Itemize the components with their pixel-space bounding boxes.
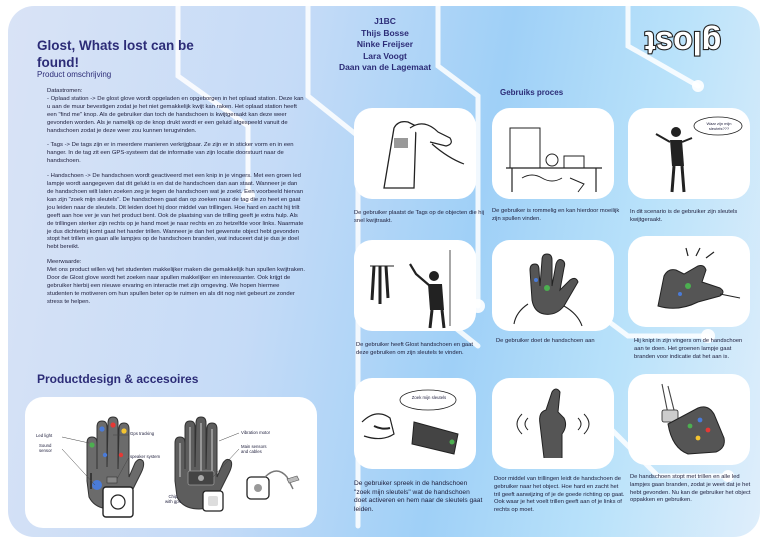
glost-logo: glost (643, 24, 722, 62)
label-gps-tracking: Gps tracking (130, 431, 155, 436)
label-speaker-system: speaker system (130, 454, 161, 459)
label-vibration-motor: Vibration motor (241, 430, 271, 435)
usage-caption-2: De gebruiker is rommelig en kan hierdoor… (492, 208, 620, 222)
usage-image-8 (492, 378, 614, 469)
usage-image-7: Zoek mijn sleutels (354, 378, 476, 469)
tag-hanger-illustration (246, 470, 300, 500)
usage-heading: Gebruiks proces (500, 88, 564, 97)
speech-bubble-search: Zoek mijn sleutels (411, 395, 447, 400)
label-led-light: Led light (36, 433, 53, 438)
page-subtitle: Product omschrijving (37, 70, 112, 79)
team-code: J1BC (374, 16, 396, 26)
usage-caption-7: De gebruiker spreek in de handschoen "zo… (354, 480, 483, 513)
glove-illustrations (61, 416, 300, 518)
usage-image-6 (628, 236, 750, 327)
usage-caption-4: De gebruiker heeft Glost handschoen en g… (356, 342, 473, 356)
circuit-decoration (175, 6, 734, 529)
tags-text: - Tags -> De tags zijn er in meerdere ma… (47, 142, 294, 165)
tag-sticker-illustration (202, 490, 224, 512)
charging-station-illustration (102, 486, 134, 518)
team-member: Ninke Freijser (356, 39, 414, 49)
usage-caption-8: Door middel van trillingen leidt de hand… (494, 476, 625, 514)
team-member: Lara Voogt (363, 50, 407, 61)
usage-caption-6: Hij knipt in zijn vingers om de handscho… (634, 338, 743, 360)
meerwaarde-text: Met ons product willen wij het studenten… (47, 267, 306, 305)
usage-image-3: Waar zijn mijn sleutels??? (628, 108, 750, 199)
usage-image-9 (628, 374, 750, 465)
team-member: Daan van de Lagemaat (338, 62, 432, 72)
productdesign-panel: Led light Sound sensor Gps tracking spea… (25, 397, 317, 528)
usage-caption-9: De handschoen stopt met trillen en alle … (630, 474, 751, 504)
usage-caption-5: De gebruiker doet de handschoen aan (496, 338, 595, 344)
usage-image-1 (354, 108, 476, 199)
team-member: Thijs Bosse (361, 27, 409, 38)
productdesign-heading: Productdesign & accesoires (37, 372, 199, 386)
usage-caption-1: De gebruiker plaatst de Tags op de objec… (354, 210, 485, 224)
handschoen-text: - Handschoen -> De handschoen wordt geac… (47, 173, 304, 251)
label-main-sensors: Main sensors and cables (241, 444, 267, 454)
usage-image-2 (492, 108, 614, 199)
label-sound-sensor: Sound sensor (39, 443, 52, 453)
team-list: J1BC Thijs Bosse Ninke Freijser Lara Voo… (320, 16, 450, 74)
label-chip-with-gps: Chip with gps (165, 494, 181, 504)
oplaad-text: - Oplaad station -> De glost glove wordt… (47, 95, 304, 134)
usage-image-4 (354, 240, 476, 331)
product-description: Datastromen:- Oplaad station -> De glost… (47, 88, 305, 314)
speech-bubble-keys: Waar zijn mijn sleutels??? (706, 121, 732, 131)
datastromen-label: Datastromen: (47, 88, 83, 94)
usage-caption-3: In dit scenario is de gebruiker zijn sle… (630, 209, 738, 223)
meerwaarde-label: Meerwaarde: (47, 259, 82, 266)
glove-back-illustration (174, 416, 233, 510)
page-title: Glost, Whats lost can be found! (37, 38, 194, 70)
logo-text: glost (644, 25, 721, 61)
usage-image-5 (492, 240, 614, 331)
